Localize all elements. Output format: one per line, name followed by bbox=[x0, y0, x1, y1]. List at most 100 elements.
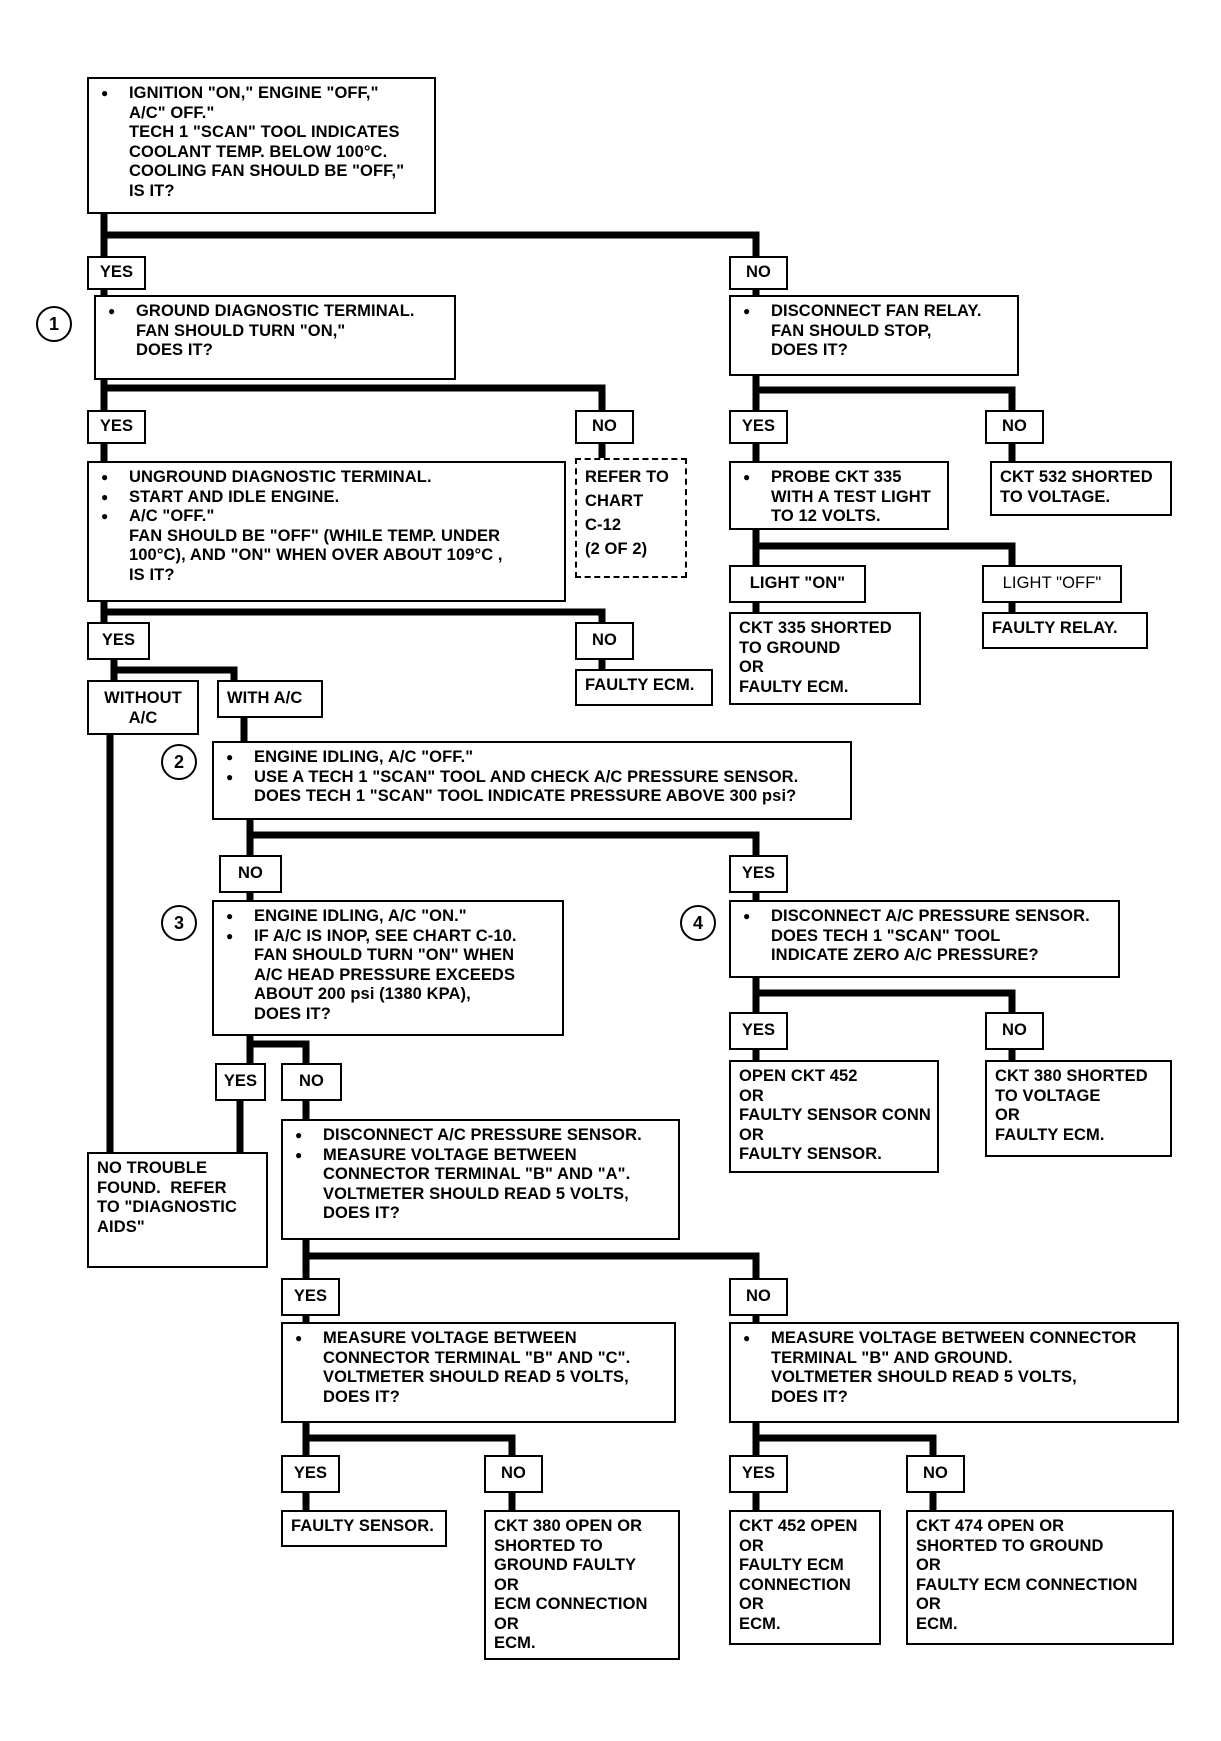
connector-line bbox=[110, 666, 238, 684]
box-line: DOES IT? bbox=[323, 1387, 400, 1406]
box-line: CHART bbox=[585, 492, 644, 510]
step-marker-3: 3 bbox=[161, 905, 197, 941]
label-light-on: LIGHT "ON" bbox=[729, 565, 866, 603]
box-line: SHORTED TO bbox=[494, 1536, 603, 1555]
label-no-zero: NO bbox=[985, 1012, 1044, 1050]
box-line: FAULTY ECM. bbox=[585, 676, 695, 694]
label-no-ac-on: NO bbox=[281, 1063, 342, 1101]
label-yes-b-c: YES bbox=[281, 1455, 340, 1493]
box-line: A/C "OFF." bbox=[97, 507, 556, 527]
label-with-ac: WITH A/C bbox=[217, 680, 323, 718]
connector-line bbox=[752, 1434, 937, 1459]
box-line: TO 12 VOLTS. bbox=[771, 507, 881, 525]
box-line: IF A/C IS INOP, SEE CHART C-10. bbox=[222, 927, 554, 947]
box-line: OR bbox=[916, 1595, 941, 1613]
box-line: ABOUT 200 psi (1380 KPA), bbox=[254, 985, 471, 1003]
label-yes-ac-on: YES bbox=[215, 1063, 266, 1101]
step-marker-4: 4 bbox=[680, 905, 716, 941]
box-line: VOLTMETER SHOULD READ 5 VOLTS, bbox=[323, 1368, 629, 1386]
label-yes-pressure: YES bbox=[729, 855, 788, 893]
box-line: CONNECTOR TERMINAL "B" AND "C". bbox=[323, 1348, 631, 1367]
box-line: FAULTY SENSOR. bbox=[739, 1145, 882, 1163]
box-line: GROUND FAULTY bbox=[494, 1556, 637, 1574]
box-start-check: IGNITION "ON," ENGINE "OFF,"A/C" OFF."TE… bbox=[87, 77, 436, 214]
box-engine-idling-ac-off: ENGINE IDLING, A/C "OFF."USE A TECH 1 "S… bbox=[212, 741, 852, 820]
connector-line bbox=[302, 1434, 516, 1459]
box-line: OR bbox=[739, 658, 764, 676]
box-line: ENGINE IDLING, A/C "ON." bbox=[222, 907, 554, 927]
box-line: DISCONNECT FAN RELAY. bbox=[739, 302, 1009, 322]
box-line: OR bbox=[739, 1086, 764, 1105]
box-line: SHORTED TO GROUND bbox=[916, 1536, 1104, 1555]
box-ground-diagnostic: GROUND DIAGNOSTIC TERMINAL.FAN SHOULD TU… bbox=[94, 295, 456, 380]
label-no-b-c: NO bbox=[484, 1455, 543, 1493]
box-line: FAULTY ECM. bbox=[995, 1125, 1105, 1144]
box-line: FAULTY SENSOR. bbox=[291, 1517, 434, 1535]
box-line: COOLANT TEMP. BELOW 100°C. bbox=[129, 142, 388, 161]
box-line: IS IT? bbox=[129, 181, 175, 200]
label-no-relay: NO bbox=[985, 410, 1044, 444]
box-line: CKT 380 SHORTED bbox=[995, 1067, 1148, 1085]
box-line: A/C" OFF." bbox=[129, 103, 215, 122]
box-line: MEASURE VOLTAGE BETWEEN bbox=[291, 1329, 666, 1349]
box-line: UNGROUND DIAGNOSTIC TERMINAL. bbox=[97, 468, 556, 488]
box-line: OR bbox=[494, 1575, 519, 1594]
box-line: MEASURE VOLTAGE BETWEEN CONNECTOR bbox=[739, 1329, 1169, 1349]
box-line: WITHOUT bbox=[104, 689, 182, 707]
box-line: OR bbox=[916, 1556, 941, 1574]
box-line: VOLTMETER SHOULD READ 5 VOLTS, bbox=[323, 1184, 629, 1203]
box-faulty-relay: FAULTY RELAY. bbox=[982, 612, 1148, 649]
box-line: DISCONNECT A/C PRESSURE SENSOR. bbox=[291, 1126, 670, 1146]
label-no-b-a: NO bbox=[729, 1278, 788, 1316]
box-line: DOES IT? bbox=[254, 1004, 331, 1023]
label-yes-b-ground: YES bbox=[729, 1455, 788, 1493]
label-yes-start: YES bbox=[87, 256, 146, 290]
box-line: A/C HEAD PRESSURE EXCEEDS bbox=[254, 965, 516, 984]
box-line: (2 OF 2) bbox=[585, 540, 648, 558]
box-line: OR bbox=[739, 1125, 764, 1144]
connector-line bbox=[100, 231, 760, 260]
box-line: COOLING FAN SHOULD BE "OFF," bbox=[129, 162, 405, 180]
box-line: OR bbox=[995, 1106, 1020, 1124]
box-line: OPEN CKT 452 bbox=[739, 1067, 858, 1085]
box-line: DOES IT? bbox=[136, 341, 213, 359]
box-line: CKT 380 OPEN OR bbox=[494, 1517, 643, 1535]
label-no-pressure: NO bbox=[219, 855, 282, 893]
box-line: ECM CONNECTION bbox=[494, 1595, 648, 1613]
box-faulty-sensor: FAULTY SENSOR. bbox=[281, 1510, 447, 1547]
box-line: OR bbox=[494, 1614, 519, 1633]
label-yes-b-a: YES bbox=[281, 1278, 340, 1316]
box-line: PROBE CKT 335 bbox=[739, 468, 939, 488]
connector-line bbox=[752, 989, 1016, 1016]
box-line: GROUND DIAGNOSTIC TERMINAL. bbox=[104, 302, 446, 322]
connector-line bbox=[100, 384, 606, 414]
box-line: VOLTMETER SHOULD READ 5 VOLTS, bbox=[771, 1368, 1077, 1386]
box-line: CKT 452 OPEN bbox=[739, 1517, 858, 1535]
box-line: ENGINE IDLING, A/C "OFF." bbox=[222, 748, 842, 768]
box-line: DOES TECH 1 "SCAN" TOOL INDICATE PRESSUR… bbox=[254, 787, 797, 805]
box-line: TO "DIAGNOSTIC bbox=[97, 1198, 238, 1216]
box-line: ECM. bbox=[494, 1634, 536, 1652]
label-yes-unground: YES bbox=[87, 622, 150, 660]
box-line: START AND IDLE ENGINE. bbox=[97, 488, 556, 508]
box-line: FAULTY ECM. bbox=[739, 677, 849, 696]
box-line: OR bbox=[739, 1595, 764, 1613]
box-disconnect-sensor-zero: DISCONNECT A/C PRESSURE SENSOR.DOES TECH… bbox=[729, 900, 1120, 978]
box-line: REFER TO bbox=[585, 468, 669, 486]
box-disconnect-fan-relay: DISCONNECT FAN RELAY.FAN SHOULD STOP,DOE… bbox=[729, 295, 1019, 376]
box-line: NO TROUBLE bbox=[97, 1159, 208, 1177]
step-marker-2: 2 bbox=[161, 744, 197, 780]
box-line: INDICATE ZERO A/C PRESSURE? bbox=[771, 946, 1039, 964]
connector-line bbox=[752, 542, 1016, 569]
connector-line bbox=[302, 1252, 760, 1282]
